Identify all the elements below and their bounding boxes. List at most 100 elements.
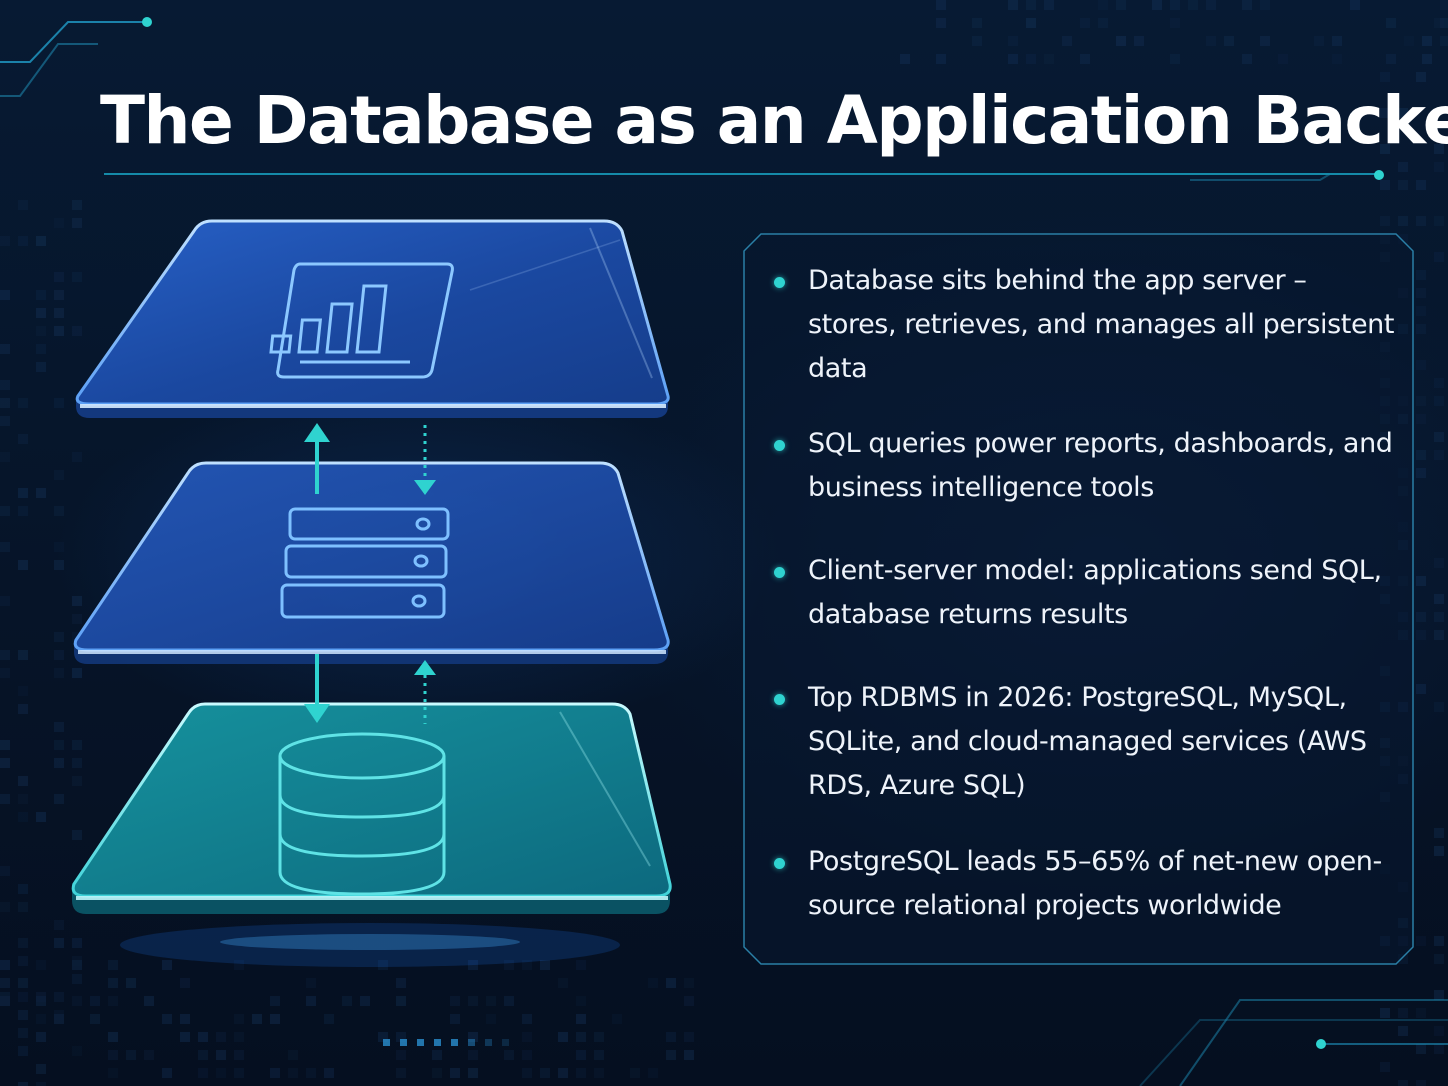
bar-chart-icon <box>269 262 454 379</box>
bg-pixel <box>90 1014 100 1024</box>
bg-pixel <box>90 996 100 1006</box>
bg-pixel <box>1008 54 1018 64</box>
bg-pixel <box>72 200 82 210</box>
bg-pixel <box>216 1068 226 1078</box>
bg-pixel <box>1398 234 1408 244</box>
bg-pixel <box>54 506 64 516</box>
bg-pixel <box>0 650 10 660</box>
bg-pixel <box>72 974 82 984</box>
bg-pixel <box>54 470 64 480</box>
bg-pixel <box>1398 180 1408 190</box>
bg-pixel <box>324 1014 334 1024</box>
bg-pixel <box>180 1032 190 1042</box>
bg-pixel <box>18 200 28 210</box>
bg-pixel <box>648 978 658 988</box>
bg-pixel <box>54 398 64 408</box>
bg-pixel <box>450 1068 460 1078</box>
bg-pixel <box>0 596 10 606</box>
bg-pixel <box>1422 36 1432 46</box>
bg-pixel <box>54 992 64 1002</box>
bg-pixel <box>18 704 28 714</box>
bg-pixel <box>18 1028 28 1038</box>
bg-pixel <box>36 326 46 336</box>
bg-pixel <box>936 54 946 64</box>
bg-pixel <box>306 1068 316 1078</box>
bg-pixel <box>594 1050 604 1060</box>
bg-pixel <box>1380 108 1390 118</box>
bg-pixel <box>270 1068 280 1078</box>
bg-pixel <box>1416 468 1426 478</box>
bg-pixel <box>576 1050 586 1060</box>
bg-pixel <box>18 1046 28 1056</box>
bg-pixel <box>234 1050 244 1060</box>
bullet-text: Top RDBMS in 2026: PostgreSQL, MySQL, SQ… <box>808 682 1367 801</box>
bg-pixel <box>1098 0 1108 10</box>
bg-pixel <box>1416 630 1426 640</box>
bg-pixel <box>396 1068 406 1078</box>
bg-pixel <box>54 560 64 570</box>
bg-pixel <box>1080 54 1090 64</box>
bg-pixel <box>54 632 64 642</box>
bg-pixel <box>360 996 370 1006</box>
bg-pixel <box>54 218 64 228</box>
bg-pixel <box>576 1014 586 1024</box>
bg-pixel <box>54 794 64 804</box>
connector-server-database <box>304 654 436 724</box>
server-layer-plate <box>73 461 670 664</box>
bg-pixel <box>72 668 82 678</box>
bg-pixel <box>54 668 64 678</box>
bg-pixel <box>18 1010 28 1020</box>
bg-pixel <box>108 996 118 1006</box>
bg-pixel <box>0 542 10 552</box>
bg-pixel <box>36 488 46 498</box>
bg-pixel <box>1152 0 1162 10</box>
bg-pixel <box>1416 576 1426 586</box>
bg-pixel <box>630 1068 640 1078</box>
bg-pixel <box>1278 54 1288 64</box>
bg-pixel <box>18 884 28 894</box>
bg-pixel <box>1416 72 1426 82</box>
bg-pixel <box>1170 18 1180 28</box>
bg-pixel <box>198 1050 208 1060</box>
bg-pixel <box>36 960 46 970</box>
bg-pixel <box>504 960 514 970</box>
bg-pixel <box>1380 180 1390 190</box>
bg-pixel <box>1044 0 1054 10</box>
bullet-dot-icon <box>774 694 785 705</box>
bg-pixel <box>0 902 10 912</box>
bg-pixel <box>1434 558 1444 568</box>
bg-pixel <box>36 362 46 372</box>
bg-pixel <box>18 902 28 912</box>
bg-pixel <box>144 1050 154 1060</box>
bg-pixel <box>234 1068 244 1078</box>
bg-pixel <box>522 1068 532 1078</box>
bg-pixel <box>72 938 82 948</box>
bg-pixel <box>1398 162 1408 172</box>
bg-pixel <box>1416 936 1426 946</box>
bg-pixel <box>72 614 82 624</box>
bg-pixel <box>1380 1062 1390 1072</box>
bg-pixel <box>216 1050 226 1060</box>
bg-pixel <box>18 686 28 696</box>
bg-pixel <box>504 996 514 1006</box>
bg-pixel <box>378 1032 388 1042</box>
bg-pixel <box>36 344 46 354</box>
bg-pixel <box>72 1046 82 1056</box>
bg-pixel <box>0 992 10 1002</box>
bg-pixel <box>1434 612 1444 622</box>
bg-pixel <box>18 956 28 966</box>
bg-pixel <box>576 996 586 1006</box>
bg-pixel <box>18 506 28 516</box>
bg-pixel <box>18 398 28 408</box>
bg-pixel <box>198 1068 208 1078</box>
bg-pixel <box>468 1068 478 1078</box>
bg-pixel <box>36 308 46 318</box>
bg-pixel <box>936 0 946 10</box>
bg-pixel <box>198 1032 208 1042</box>
bg-pixel <box>1434 990 1444 1000</box>
bg-pixel <box>684 1050 694 1060</box>
bullet-panel: Database sits behind the app server – st… <box>743 233 1414 965</box>
bg-pixel <box>216 1032 226 1042</box>
bg-pixel <box>558 1068 568 1078</box>
